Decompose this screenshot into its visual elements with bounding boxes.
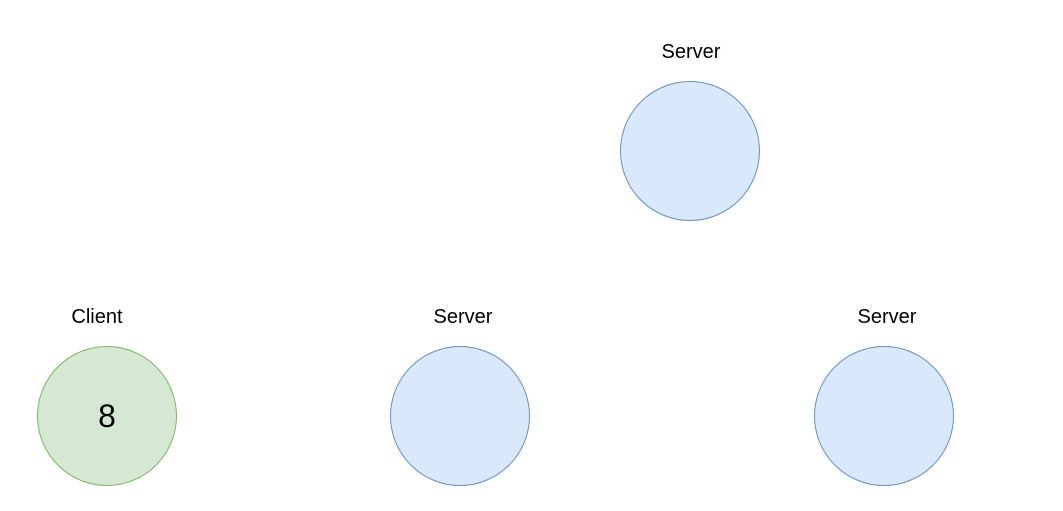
client-label: Client <box>71 306 123 328</box>
client-circle[interactable]: 8 <box>37 346 177 486</box>
server-top-label: Server <box>661 41 721 63</box>
server-right-label: Server <box>857 306 917 328</box>
server-middle-label: Server <box>433 306 493 328</box>
server-middle-circle[interactable] <box>390 346 530 486</box>
server-top-circle[interactable] <box>620 81 760 221</box>
server-right-circle[interactable] <box>814 346 954 486</box>
